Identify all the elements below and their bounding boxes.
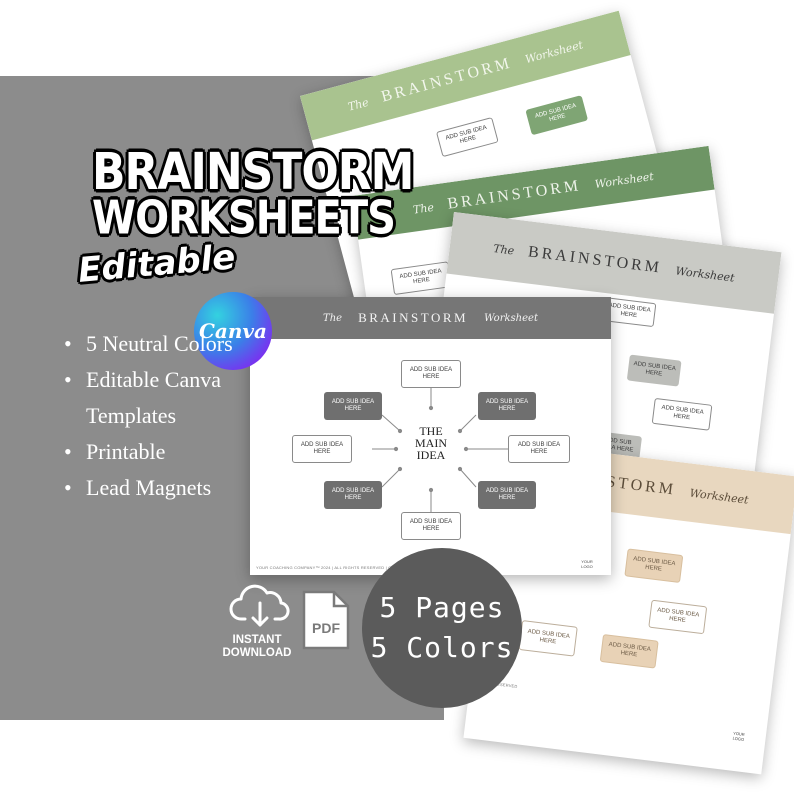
sub-idea-box: ADD SUB IDEA HERE: [525, 95, 589, 136]
sub-idea-box-top: ADD SUB IDEA HERE: [401, 360, 461, 388]
sub-idea-box-left: ADD SUB IDEA HERE: [292, 435, 352, 463]
sub-idea-box-bottom: ADD SUB IDEA HERE: [401, 512, 461, 540]
main-idea-line: MAIN: [415, 436, 447, 450]
sub-idea-box: ADD SUB IDEA HERE: [435, 117, 499, 158]
instant-text: INSTANT: [232, 634, 282, 646]
connector-lines: [372, 388, 508, 512]
sub-idea-box: ADD SUB IDEA HERE: [651, 397, 713, 431]
worksheet-label: Worksheet: [688, 486, 750, 507]
download-text: DOWNLOAD: [222, 647, 292, 659]
pdf-text: PDF: [312, 620, 340, 636]
sub-idea-box-top-left: ADD SUB IDEA HERE: [324, 392, 382, 420]
sub-idea-box-bottom-right: ADD SUB IDEA HERE: [478, 481, 536, 509]
brainstorm-label: BRAINSTORM: [379, 54, 514, 106]
brainstorm-label: BRAINSTORM: [358, 310, 469, 325]
title-line-1: BRAINSTORM: [92, 143, 414, 202]
feature-list: 5 Neutral Colors Editable Canva Template…: [64, 326, 254, 506]
logo-placeholder: YOUR LOGO: [581, 559, 593, 569]
worksheet-label: Worksheet: [593, 169, 655, 191]
worksheet-label: Worksheet: [523, 37, 585, 66]
sheet-header: The BRAINSTORM Worksheet: [250, 297, 611, 339]
brainstorm-label: BRAINSTORM: [527, 243, 663, 277]
feature-item: Editable Canva Templates: [64, 362, 254, 434]
instant-download-label: INSTANT DOWNLOAD: [214, 634, 300, 660]
sheet-footer: YOUR COACHING COMPANY™ 2024 | ALL RIGHTS…: [256, 565, 395, 570]
the-label: The: [412, 200, 435, 217]
feature-item: 5 Neutral Colors: [64, 326, 254, 362]
sub-idea-box: ADD SUB IDEA HERE: [599, 634, 659, 669]
worksheet-label: Worksheet: [484, 312, 538, 324]
pdf-file-icon: PDF: [302, 590, 350, 650]
main-idea-line: IDEA: [416, 448, 446, 462]
sub-idea-box-top-right: ADD SUB IDEA HERE: [478, 392, 536, 420]
sub-idea-box-right: ADD SUB IDEA HERE: [508, 435, 570, 463]
logo-placeholder: YOUR LOGO: [732, 730, 746, 742]
the-label: The: [346, 95, 370, 114]
sub-idea-box: ADD SUB IDEA HERE: [648, 599, 708, 635]
sub-idea-box-bottom-left: ADD SUB IDEA HERE: [324, 481, 382, 509]
feature-item: Lead Magnets: [64, 470, 254, 506]
worksheet-label: Worksheet: [674, 263, 736, 285]
brainstorm-label: BRAINSTORM: [446, 177, 583, 213]
sub-idea-box: ADD SUB IDEA HERE: [518, 620, 578, 657]
the-label: The: [492, 241, 516, 258]
sub-idea-box: ADD SUB IDEA HERE: [624, 548, 684, 583]
colors-count: 5 Colors: [370, 631, 514, 664]
the-label: The: [323, 312, 343, 324]
sub-idea-box: ADD SUB IDEA HERE: [390, 261, 452, 296]
title-line-2: WORKSHEETS: [92, 192, 396, 245]
main-idea-text: THE MAIN IDEA: [405, 425, 457, 461]
sub-idea-box: ADD SUB IDEA HERE: [626, 354, 682, 387]
pages-colors-badge: 5 Pages 5 Colors: [362, 548, 522, 708]
worksheet-main-front: The BRAINSTORM Worksheet THE MAIN IDEA A…: [250, 297, 611, 575]
main-idea-line: THE: [419, 424, 443, 438]
cloud-download-icon: [229, 584, 290, 627]
feature-item: Printable: [64, 434, 254, 470]
pages-count: 5 Pages: [379, 591, 505, 624]
